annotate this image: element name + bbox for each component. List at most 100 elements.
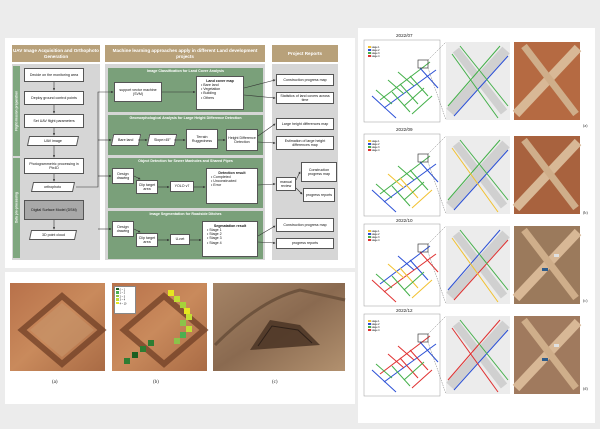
aerial-vehicle [542,358,548,361]
road-segment [419,251,439,273]
stage-label: stage 4 [371,239,380,242]
stage-label: stage 2 [371,323,380,326]
stage-label: stage 3 [371,236,380,239]
zoomed-ditch [459,229,509,291]
zoomed-ditch [453,149,509,211]
legend-swatch [116,301,119,304]
photo-b-label: (b) [153,380,159,385]
zoomed-road [452,231,508,299]
row-a-label: (a) [583,123,588,128]
report-land-cover-stats: Statistics of land covers across time [276,92,334,104]
stage-legend-item: stage 2 [368,323,386,326]
legend-b-item: 1 ~ 2 [116,291,134,295]
zoom-box [417,153,429,163]
zoomed-ditch [447,319,501,381]
aerial-vehicle [542,268,548,271]
report-height-estimation: Estimation of large height differences m… [276,136,334,150]
stage-legend-item: stage 1 [368,140,386,143]
legend-b-item: 4 ~ 10 [116,301,134,305]
stage-label: stage 2 [371,143,380,146]
zoom-box [417,333,429,343]
stage-legend-item: stage 3 [368,146,386,149]
zoom-leader [427,225,447,245]
zoom-leader [427,67,447,121]
result-item: • Bare land [201,83,219,88]
stage-legend-item: stage 2 [368,143,386,146]
legend-swatch [116,288,119,291]
road-segment [399,267,419,289]
zoom-leader [427,161,447,215]
legend-swatch [116,294,119,298]
panel-land-cover-title: Image Classification for Land Cover Anal… [147,69,224,73]
result-item: • Stage 1 [207,228,222,233]
road-segment [397,255,415,271]
date-2022-12: 2022/12 [396,308,413,313]
report-land-cover-progress: Construction progress map [276,74,334,86]
stage-legend-item: stage 2 [368,49,386,52]
header-left: UAV Image Acquisition and Orthophoto Gen… [12,45,100,62]
legend-swatch [368,146,371,148]
road-segment [391,185,411,207]
row-b-label: (b) [583,210,588,215]
manholes-result-title: Detection result [218,171,246,175]
result-item: • Building [201,91,217,96]
stage-label: stage 4 [371,55,380,58]
legend-b-label: 4 ~ 10 [119,301,127,305]
report-ditches-progress: progress reports [276,238,334,249]
aerial-vehicle [554,254,559,257]
panel-manholes-title: Object Detection for Sewer Manholes and … [138,159,233,163]
zoomed-ditch [451,53,499,119]
result-item: • Vegetation [201,87,221,92]
manholes-result: Detection result • Completed • Unconstru… [206,168,258,204]
road-segment [397,165,415,181]
date-2022-10: 2022/10 [396,218,413,223]
road-segment [371,189,397,213]
road-segment [411,279,433,299]
legend-swatch [368,230,371,232]
aerial-road [521,43,579,117]
manholes-design-drawing: Design drawing [112,168,134,184]
land-cover-result-title: Land cover map [206,79,234,83]
road-segment [387,79,405,95]
legend-swatch [368,329,371,331]
zoom-leader [427,135,447,155]
result-item: • Stage 2 [207,232,222,237]
road-segment [371,279,397,303]
road-segment [391,365,411,387]
legend-swatch [116,291,119,294]
road-segment [409,75,429,97]
photo-c-label: (c) [272,380,278,385]
legend-b-label: 3 ~ 4 [119,298,126,302]
zoom-box [417,243,429,253]
result-item: • Error [211,183,222,188]
road-segment [403,181,425,201]
zoomed-ditch [451,147,499,213]
date-2022-09: 2022/09 [396,127,413,132]
result-item: • Stage 4 [207,240,222,245]
aerial-road [521,137,579,211]
road-segment [403,271,425,291]
road-segment [409,169,429,191]
legend-swatch [368,140,371,142]
stage-label: stage 1 [371,230,380,233]
zoomed-ditch [447,45,501,107]
road-segment [419,341,439,363]
stage-legend-2: stage 1 stage 2 stage 3 stage 4 [367,139,387,157]
stage-label: stage 3 [371,146,380,149]
stage-label: stage 3 [371,326,380,329]
road-segment [411,95,433,115]
stage-legend-item: stage 1 [368,320,386,323]
legend-swatch [368,326,371,328]
zoom-box [417,59,429,69]
legend-swatch [368,46,371,48]
road-segment [411,189,433,209]
ditches-unet: U-net [170,234,190,245]
road-segment [399,357,419,379]
result-item: • Stage 3 [207,236,222,241]
legend-swatch [368,239,371,241]
road-segment [371,95,397,119]
stage-legend-item: stage 4 [368,329,386,332]
legend-swatch [368,236,371,238]
result-item: • Others [201,95,215,100]
